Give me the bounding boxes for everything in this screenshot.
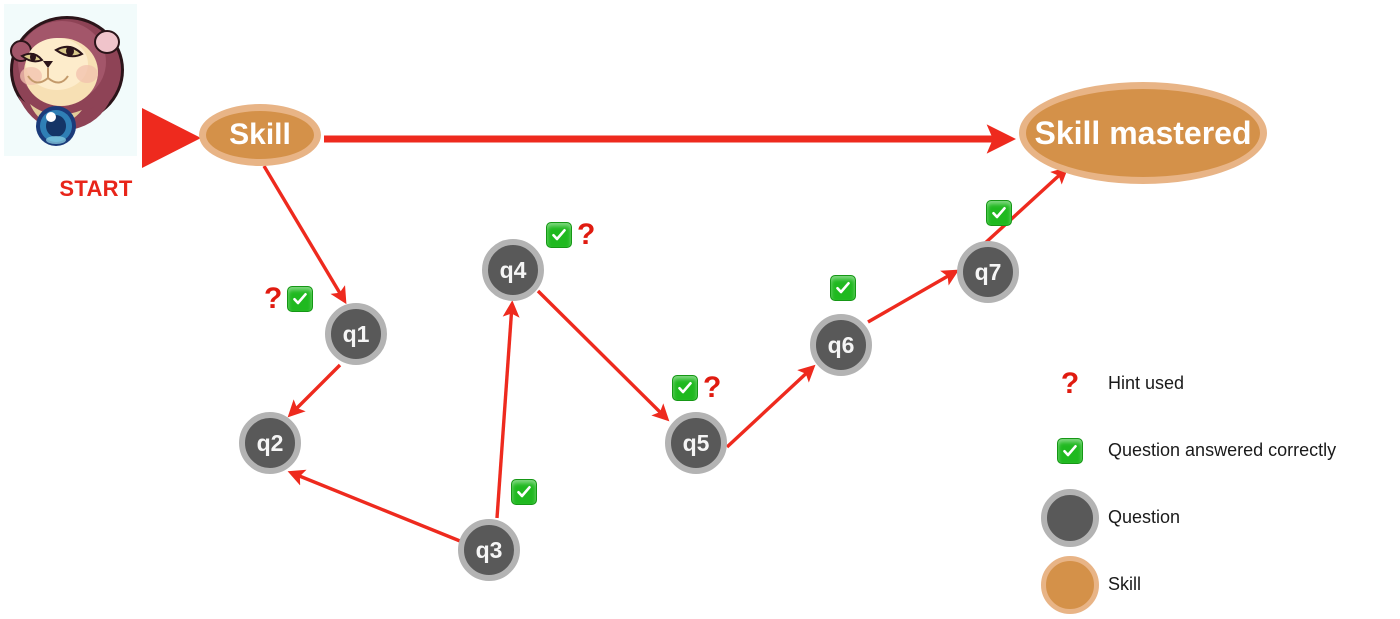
lion-mascot <box>4 4 137 156</box>
badges-q5: ? <box>672 373 721 403</box>
answered-correctly-icon <box>511 479 537 505</box>
legend-mark-hint: ? <box>1032 366 1108 400</box>
legend: ? Hint used Question answered correctly … <box>1032 350 1400 618</box>
edge-q3-to-q4 <box>495 300 520 519</box>
node-q1[interactable]: q1 <box>325 303 387 365</box>
legend-item-skill: Skill <box>1032 551 1400 618</box>
badges-q1: ? <box>264 282 314 315</box>
edge-q1-to-q2 <box>287 363 342 418</box>
edge-q5-to-q6 <box>725 364 816 449</box>
badges-q4: ? <box>546 220 595 250</box>
edge-skill-to-q1 <box>262 165 347 305</box>
answered-correctly-icon <box>287 286 314 312</box>
legend-label-question: Question <box>1108 507 1181 527</box>
node-skill-mastered[interactable]: Skill mastered <box>1019 82 1267 184</box>
legend-label-skill: Skill <box>1108 574 1142 594</box>
start-label: START <box>59 176 133 201</box>
node-q6[interactable]: q6 <box>810 314 872 376</box>
edge-q3-to-q2 <box>287 469 461 543</box>
node-q3[interactable]: q3 <box>458 519 520 581</box>
legend-mark-check <box>1032 437 1108 464</box>
legend-item-question: Question <box>1032 484 1400 551</box>
edge-q4-to-q5 <box>536 289 670 422</box>
legend-item-answered-correctly: Question answered correctly <box>1032 417 1400 484</box>
question-node-icon <box>1041 488 1099 547</box>
hint-used-icon: ? <box>703 371 722 404</box>
node-q2[interactable]: q2 <box>239 412 301 474</box>
answered-correctly-icon <box>672 375 698 401</box>
answered-correctly-icon <box>1057 437 1083 464</box>
legend-label-answered-correctly: Question answered correctly <box>1108 440 1337 460</box>
skill-node-icon <box>1041 555 1099 614</box>
legend-mark-skill <box>1032 555 1108 614</box>
legend-item-hint-used: ? Hint used <box>1032 350 1400 417</box>
badges-q7 <box>986 200 1012 226</box>
lion-mascot-icon <box>10 16 124 146</box>
legend-mark-question <box>1032 488 1108 547</box>
node-q4[interactable]: q4 <box>482 239 544 301</box>
node-skill[interactable]: Skill <box>199 104 321 166</box>
badges-q3 <box>511 479 537 505</box>
edge-q6-to-q7 <box>867 269 960 324</box>
answered-correctly-icon <box>986 200 1012 226</box>
answered-correctly-icon <box>546 222 572 248</box>
answered-correctly-icon <box>830 275 856 301</box>
start-arrow-icon <box>142 108 201 168</box>
node-q7[interactable]: q7 <box>957 241 1019 303</box>
node-q5[interactable]: q5 <box>665 412 727 474</box>
hint-used-icon: ? <box>1060 366 1080 400</box>
hint-used-icon: ? <box>264 282 283 315</box>
hint-used-icon: ? <box>577 218 596 251</box>
legend-label-hint-used: Hint used <box>1108 373 1185 393</box>
badges-q6 <box>830 275 856 301</box>
